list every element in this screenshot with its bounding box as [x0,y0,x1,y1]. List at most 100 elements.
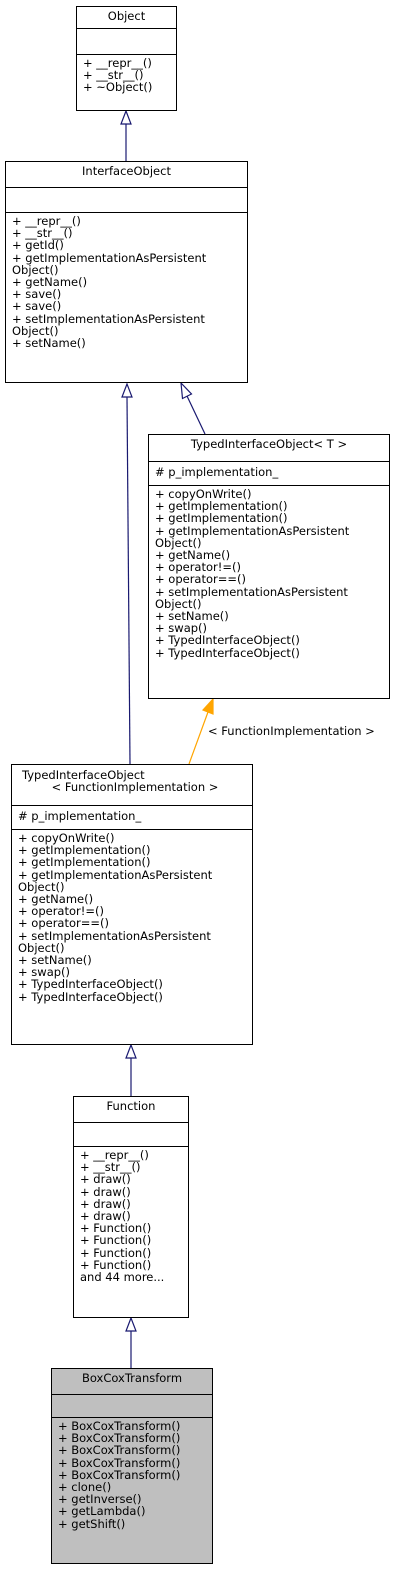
class-member: + Function() [80,1233,152,1248]
class-member: + __repr__() [80,1148,149,1162]
class-member: + swap() [155,621,208,636]
class-member: + getInverse() [58,1492,142,1507]
arrowhead [201,697,214,715]
class-member: + Function() [80,1245,152,1260]
class-member: + setName() [12,336,86,351]
class-title: Object [107,9,146,23]
class-member: + BoxCoxTransform() [58,1419,181,1433]
class-title-line1: TypedInterfaceObject [22,768,145,782]
methods-section: + __repr__()+ __str__()+ draw()+ draw()+… [74,1146,188,1285]
class-member: + save() [12,299,62,314]
class-member: + getImplementation() [155,499,288,514]
class-member: + TypedInterfaceObject() [155,633,300,648]
class-member: + getImplementationAsPersistent [155,523,350,538]
class-member: + getImplementationAsPersistent [18,867,213,882]
class-node-boxcoxtransform[interactable]: BoxCoxTransform + BoxCoxTransform()+ Box… [51,1368,213,1564]
class-member: Object() [12,262,59,277]
class-member: + getName() [155,548,231,563]
arrowhead [121,382,133,398]
class-node-typedinterfaceobject-t[interactable]: TypedInterfaceObject< T > # p_implementa… [148,434,390,699]
class-title: BoxCoxTransform [81,1371,183,1385]
class-member: + save() [12,287,62,302]
attributes-section [77,28,176,54]
class-member: + TypedInterfaceObject() [18,977,163,992]
class-member: + getImplementation() [18,843,151,858]
class-member: Object() [18,940,65,955]
arrowhead [125,1316,137,1332]
attributes-section [52,1394,212,1417]
class-member: + getId() [12,238,64,253]
class-member: + BoxCoxTransform() [58,1467,181,1482]
class-member: + __repr__() [83,56,152,70]
class-member: Object() [155,535,202,550]
class-member: + setName() [18,953,92,968]
class-member: + operator!=() [18,904,104,919]
class-node-function[interactable]: Function + __repr__()+ __str__()+ draw()… [73,1096,189,1318]
class-member: # p_implementation_ [18,809,142,823]
class-member: + getShift() [58,1516,126,1531]
class-member: + setImplementationAsPersistent [155,584,348,599]
class-member: + TypedInterfaceObject() [18,989,163,1004]
arrowhead [125,1043,137,1059]
class-member: + getImplementation() [155,511,288,526]
class-member: + getLambda() [58,1504,146,1519]
class-member: and 44 more... [80,1270,165,1285]
class-node-object[interactable]: Object + __repr__()+ __str__()+ ~Object(… [76,6,177,111]
class-member: + __str__() [12,226,73,241]
class-member: Object() [12,323,59,338]
class-member: + BoxCoxTransform() [58,1455,181,1470]
methods-section: + copyOnWrite()+ getImplementation()+ ge… [12,829,252,1005]
class-member: # p_implementation_ [155,465,279,479]
class-member: + getImplementationAsPersistent [12,250,207,265]
class-member: + __str__() [83,68,144,83]
edge-template-instantiation [188,711,209,765]
edge-tio-t-to-interfaceobject [186,395,206,435]
class-member: + BoxCoxTransform() [58,1431,181,1446]
edge-tio-fi-to-interfaceobject [126,396,131,765]
attributes-section [74,1122,188,1146]
class-member: + ~Object() [83,80,153,95]
class-member: + draw() [80,1209,131,1224]
class-member: + setImplementationAsPersistent [12,311,205,326]
class-member: + copyOnWrite() [155,487,252,501]
class-member: + getName() [18,892,94,907]
methods-section: + copyOnWrite()+ getImplementation()+ ge… [149,485,389,661]
class-member: + draw() [80,1172,131,1187]
class-member: + Function() [80,1221,152,1236]
class-member: + getName() [12,275,88,290]
class-title: InterfaceObject [82,164,171,178]
attributes-section [6,187,247,212]
class-member: Object() [155,596,202,611]
class-member: + operator==() [18,916,109,931]
class-member: + operator==() [155,572,246,587]
attributes-section: # p_implementation_ [12,805,252,829]
class-title: Function [106,1099,156,1113]
class-member: + __repr__() [12,214,81,228]
methods-section: + BoxCoxTransform()+ BoxCoxTransform()+ … [52,1417,212,1532]
methods-section: + __repr__()+ __str__()+ getId()+ getImp… [6,212,247,351]
class-title-line2: < FunctionImplementation > [51,780,219,795]
class-member: + draw() [80,1196,131,1211]
class-member: + clone() [58,1480,112,1495]
class-node-typedinterfaceobject-functionimplementation[interactable]: TypedInterfaceObject < FunctionImplement… [11,764,253,1045]
class-member: + Function() [80,1257,152,1272]
class-member: + swap() [18,965,71,980]
class-member: + operator!=() [155,560,241,575]
class-member: + setImplementationAsPersistent [18,928,211,943]
attributes-section: # p_implementation_ [149,461,389,485]
template-argument-label: < FunctionImplementation > [208,724,375,738]
class-title: TypedInterfaceObject< T > [190,437,348,451]
class-member: + getImplementation() [18,855,151,870]
class-member: + setName() [155,609,229,624]
class-title: TypedInterfaceObject < FunctionImplement… [12,765,252,805]
class-member: + TypedInterfaceObject() [155,645,300,660]
methods-section: + __repr__()+ __str__()+ ~Object() [77,54,176,96]
class-member: Object() [18,879,65,894]
class-member: + copyOnWrite() [18,831,115,845]
arrowhead [180,381,193,400]
class-member: + __str__() [80,1160,141,1175]
class-member: + draw() [80,1184,131,1199]
class-member: + BoxCoxTransform() [58,1443,181,1458]
class-node-interfaceobject[interactable]: InterfaceObject + __repr__()+ __str__()+… [5,161,248,383]
